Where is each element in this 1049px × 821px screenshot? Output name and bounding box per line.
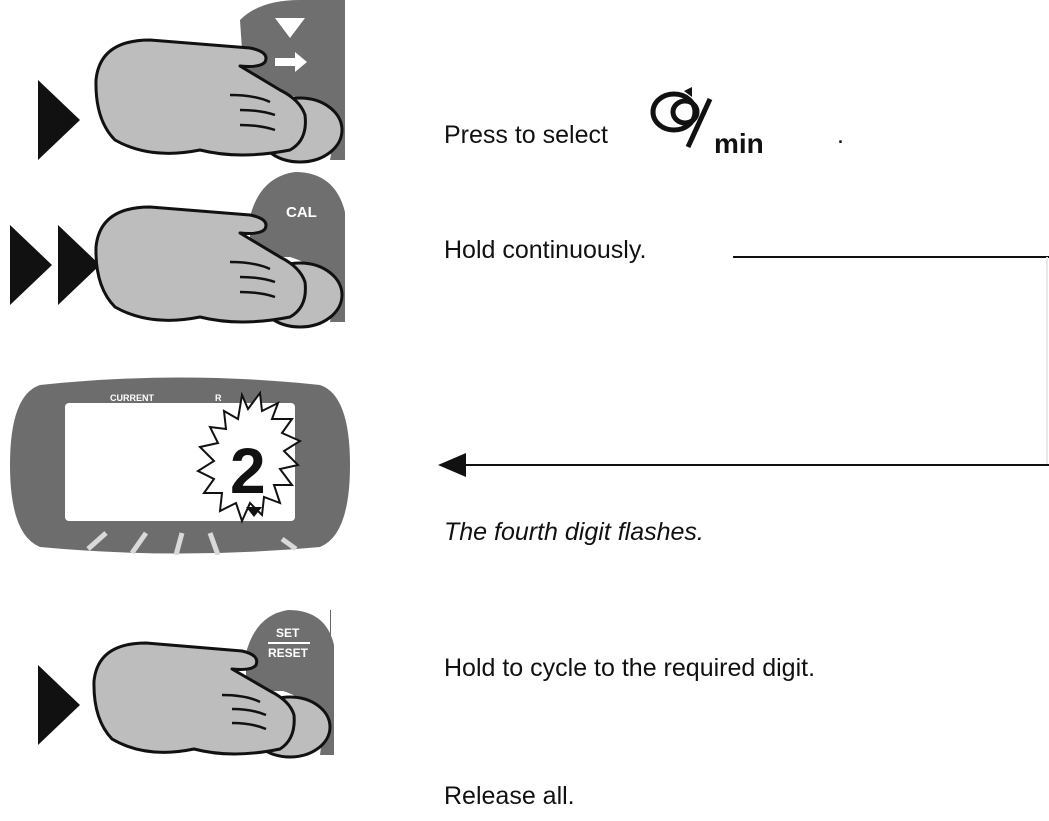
hand-icon bbox=[92, 641, 296, 756]
bracket-arrow bbox=[438, 256, 1049, 477]
set-button-label: SET bbox=[276, 626, 300, 640]
play-arrow-icon bbox=[58, 225, 100, 305]
cal-button-label: CAL bbox=[286, 204, 317, 221]
play-arrow-icon bbox=[10, 225, 52, 305]
flash-burst-icon bbox=[195, 390, 303, 524]
step-1-text: Press to select bbox=[444, 121, 608, 149]
display-label-current: CURRENT bbox=[110, 393, 155, 403]
button-housing bbox=[246, 610, 334, 755]
press-set-reset-button-illustration[interactable]: SET RESET bbox=[88, 605, 338, 765]
unit-label: min bbox=[714, 128, 764, 159]
play-arrow-icon bbox=[38, 665, 80, 745]
button-housing bbox=[240, 0, 345, 160]
press-down-button-illustration[interactable] bbox=[90, 0, 350, 170]
segment-ticks bbox=[86, 531, 298, 555]
step-1-suffix: . bbox=[837, 121, 844, 149]
lcd-display-illustration: CURRENT R 2 bbox=[10, 377, 350, 555]
step-2-text: Hold continuously. bbox=[444, 236, 647, 264]
play-arrow-icon bbox=[38, 80, 80, 160]
step-3-text: The fourth digit flashes. bbox=[444, 518, 704, 546]
speed-per-min-icon: min bbox=[650, 87, 764, 159]
step-5-text: Release all. bbox=[444, 782, 575, 810]
down-arrow-icon bbox=[275, 18, 305, 38]
button-housing bbox=[250, 172, 345, 322]
right-arrow-icon bbox=[275, 52, 307, 72]
down-triangle-icon bbox=[246, 507, 262, 517]
press-cal-button-illustration[interactable]: CAL bbox=[90, 167, 350, 332]
display-label-right: R bbox=[215, 393, 222, 403]
flashing-digit: 2 bbox=[230, 435, 266, 507]
step-4-text: Hold to cycle to the required digit. bbox=[444, 654, 816, 682]
reset-button-label: RESET bbox=[268, 646, 309, 660]
